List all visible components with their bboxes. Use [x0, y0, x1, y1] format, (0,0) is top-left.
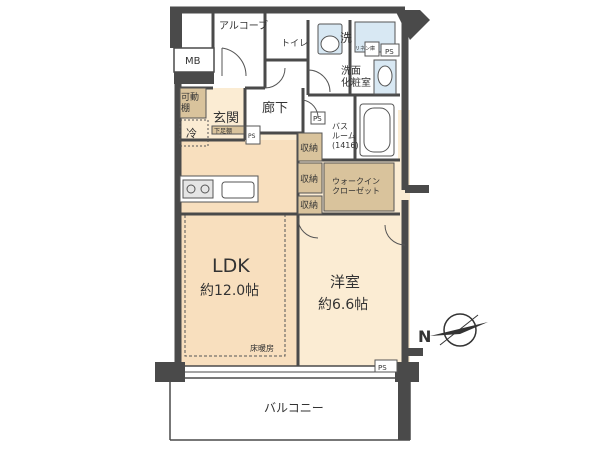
- compass-line: [439, 314, 479, 346]
- shoe-cabinet: [211, 125, 245, 135]
- label-linen: リネン庫: [355, 45, 375, 52]
- label-hallway: 廊下: [262, 100, 288, 116]
- walkin-closet: [323, 162, 395, 212]
- label-entrance: 玄関: [213, 111, 239, 126]
- balcony-wall-right: [398, 382, 410, 440]
- label-wash: 洗: [340, 31, 352, 45]
- label-powder-room: 洗面化粧室: [341, 65, 371, 89]
- compass-ring: [443, 313, 477, 347]
- label-ldk: LDK: [212, 255, 250, 277]
- wall-notch-right: [405, 185, 429, 193]
- compass: N: [418, 313, 488, 347]
- label-shoe-cabinet: 下足棚: [214, 127, 232, 135]
- label-western-size: 約6.6帖: [318, 297, 368, 313]
- door-swings: [221, 47, 406, 246]
- wall-diagonal-top: [395, 10, 430, 40]
- ps-entry-box: [245, 125, 261, 145]
- label-mb: MB: [185, 56, 201, 67]
- label-alcove: アルコーブ: [219, 19, 268, 32]
- compass-n: N: [418, 327, 431, 346]
- wall-notch-right-lower: [405, 348, 423, 356]
- label-ps-bottom: PS: [378, 364, 387, 372]
- burner-right: [200, 184, 210, 194]
- label-toilet: トイレ: [281, 39, 308, 49]
- ps-bottom-box: [374, 359, 398, 373]
- label-storage-1: 収納: [300, 142, 318, 154]
- storage-1: [297, 132, 323, 162]
- label-walkin: ウォークインクローゼット: [332, 177, 380, 196]
- compass-needle-icon: [430, 322, 488, 336]
- toilet-bowl: [320, 35, 340, 53]
- wall-block-bottomleft: [155, 362, 185, 382]
- label-floor-heating: 床暖房: [250, 343, 274, 353]
- wall-block-topleft: [170, 10, 182, 48]
- label-bathroom: バスルーム(1416): [332, 122, 359, 150]
- storage-2: [297, 162, 323, 194]
- label-ps-bath: PS: [313, 115, 322, 123]
- label-ldk-size: 約12.0帖: [200, 283, 259, 299]
- outer-walls: [170, 6, 409, 372]
- label-fridge: 冷: [186, 127, 197, 140]
- kitchen-sink: [221, 181, 255, 199]
- label-movable-shelf: 可動棚: [181, 92, 199, 114]
- vanity-basin: [377, 65, 393, 87]
- bathtub-inner: [363, 107, 391, 153]
- label-balcony: バルコニー: [264, 401, 324, 415]
- movable-shelf: [179, 87, 207, 119]
- label-storage-2: 収納: [300, 173, 318, 185]
- wall-block-mb: [174, 72, 214, 84]
- wall-block-bottomright: [395, 362, 419, 382]
- label-storage-3: 収納: [300, 199, 318, 211]
- fridge-space: [179, 119, 209, 147]
- label-western-room: 洋室: [330, 273, 360, 291]
- storage-3: [297, 195, 323, 215]
- linen-cabinet: [364, 41, 380, 57]
- label-ps-top: PS: [385, 48, 394, 56]
- label-ps-entry: PS: [248, 133, 256, 140]
- burner-left: [186, 184, 196, 194]
- ps-top-box: [380, 43, 400, 57]
- stove: [182, 179, 214, 199]
